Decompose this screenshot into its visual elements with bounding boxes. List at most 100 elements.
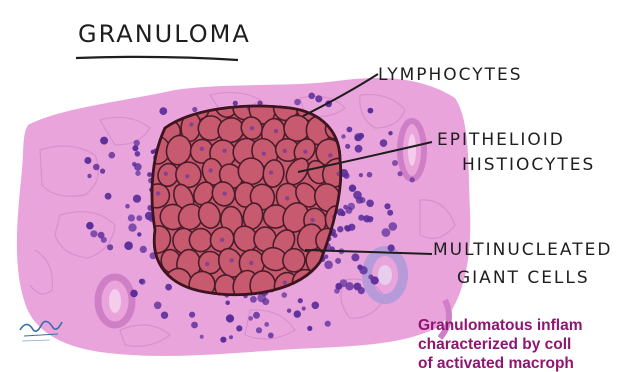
lymphocyte-dot [124,241,133,250]
lymphocyte-dot [349,185,356,192]
lymphocyte-dot [307,326,312,331]
lymphocyte-dot [256,327,262,333]
lymphocyte-dot [345,144,350,149]
lymphocyte-dot [191,322,198,329]
lymphocyte-dot [337,226,343,232]
lymphocyte-dot [86,222,94,230]
label-giant-cells-line1: MULTINUCLEATED [433,240,612,260]
lymphocyte-dot [100,137,108,145]
lymphocyte-dot [359,173,363,177]
lymphocyte-dot [100,169,105,174]
lymphocyte-dot [101,237,107,243]
lymphocyte-dot [308,93,315,100]
lymphocyte-dot [340,211,345,216]
lymphocyte-dot [220,337,226,343]
lymphocyte-dot [264,322,269,327]
lymphocyte-dot [200,335,204,339]
lymphocyte-dot [380,139,388,147]
lymphocyte-dot [355,145,363,153]
lymphocyte-dot [315,95,322,102]
lymphocyte-dot [287,309,291,313]
lymphocyte-dot [334,288,340,294]
lymphocyte-dot [312,302,320,310]
histiocyte-nucleus [200,147,204,151]
histiocyte-nucleus [283,149,287,153]
histiocyte-nucleus [223,191,227,195]
lymphocyte-dot [294,99,301,106]
lymphocyte-dot [298,298,303,303]
lymphocyte-dot [347,127,353,133]
lymphocyte-dot [341,134,345,138]
lymphocyte-dot [253,312,260,319]
lymphocyte-dot [348,203,355,210]
lymphocyte-dot [134,163,142,171]
lymphocyte-dot [125,204,130,209]
lymphocyte-dot [398,171,403,176]
lymphocyte-dot [139,279,145,285]
lymphocyte-dot [90,230,97,237]
histiocyte-nucleus [328,153,332,157]
lymphocyte-dot [389,222,398,231]
histiocyte-nucleus [262,152,266,156]
lymphocyte-dot [151,150,155,154]
caption-text: Granulomatous inflam characterized by co… [418,316,627,372]
lymphocyte-dot [392,160,398,166]
lymphocyte-dot [335,258,341,264]
caption-line-3: of activated macroph [418,354,627,372]
lymphocyte-dot [132,145,138,151]
lymphocyte-dot [128,214,135,221]
lymphocyte-dot [333,233,338,238]
lymphocyte-dot [109,152,116,159]
histiocyte-nucleus [189,122,193,126]
lymphocyte-dot [325,321,331,327]
lymphocyte-dot [93,164,100,171]
lymphocyte-dot [324,261,333,270]
lymphocyte-dot [248,316,253,321]
lymphocyte-dot [351,253,359,261]
lymphocyte-dot [382,228,391,237]
histiocyte-nucleus [269,170,273,174]
histiocyte-nucleus [274,129,278,133]
histiocyte-nucleus [310,218,314,222]
lymphocyte-dot [233,101,238,106]
histiocyte-nucleus [285,196,289,200]
lymphocyte-dot [165,284,172,291]
caption-line-1: Granulomatous inflam [418,316,627,335]
lymphocyte-dot [236,325,242,331]
lymphocyte-dot [410,177,415,182]
lymphocyte-dot [250,296,257,303]
lymphocyte-dot [130,290,138,298]
lymphocyte-dot [137,232,141,236]
lymphocyte-dot [354,283,362,291]
lymphocyte-dot [257,294,266,303]
histiocyte-nucleus [250,126,254,130]
caption-line-2: characterized by coll [418,335,627,354]
lymphocyte-dot [268,333,274,339]
label-lymphocytes: LYMPHOCYTES [378,65,523,85]
histiocyte-nucleus [209,168,213,172]
lymphocyte-dot [159,107,167,115]
lymphocyte-dot [359,266,367,274]
lymphocyte-dot [161,312,168,319]
histiocyte-nucleus [249,261,253,265]
histiocyte-nucleus [303,150,307,154]
lymphocyte-dot [368,108,374,114]
lymphocyte-dot [226,314,234,322]
histiocyte-nucleus [229,258,233,262]
lymphocyte-dot [388,244,395,251]
lymphocyte-dot [84,157,91,164]
title-underline [76,57,238,60]
lymphocyte-dot [388,131,392,135]
histiocyte-nucleus [205,262,209,266]
histiocyte-nucleus [164,172,168,176]
lymphocyte-dot [353,191,362,200]
label-epithelioid-line2: HISTIOCYTES [462,155,595,175]
lymphocyte-dot [135,171,140,176]
lymphocyte-dot [387,210,393,216]
lymphocyte-dot [343,205,348,210]
histiocyte-nucleus [283,280,287,284]
histiocyte-nucleus [220,238,224,242]
lymphocyte-dot [87,174,91,178]
lymphocyte-dot [367,172,373,178]
lymphocyte-dot [282,292,288,298]
